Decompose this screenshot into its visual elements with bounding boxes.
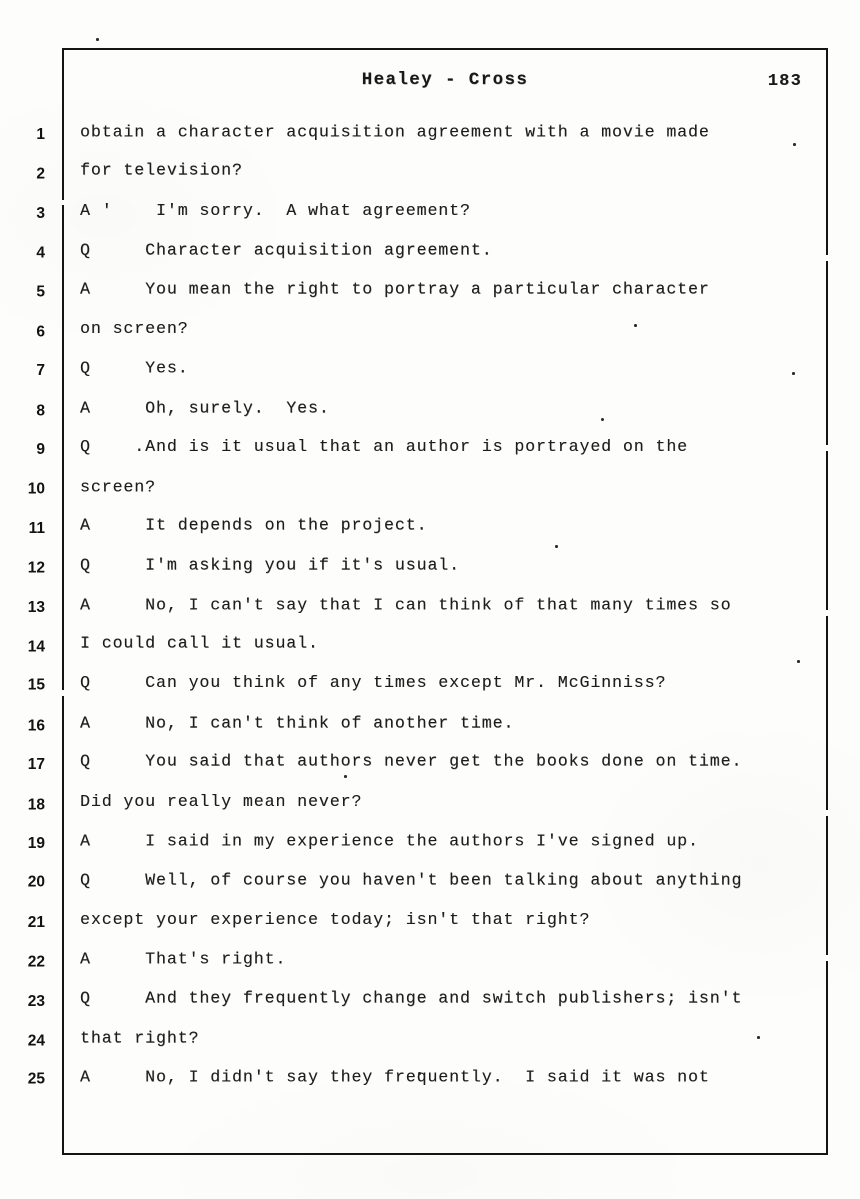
line-text: screen? — [80, 476, 157, 496]
line-number: 24 — [27, 1032, 45, 1050]
scan-speck — [634, 324, 637, 327]
scan-speck — [757, 1036, 760, 1039]
line-number: 3 — [36, 204, 45, 222]
line-number: 15 — [27, 677, 45, 695]
line-text: on screen? — [80, 318, 189, 338]
transcript-line: 3 A ' I'm sorry. A what agreement? — [0, 201, 860, 240]
line-number: 9 — [36, 441, 45, 459]
page-header: Healey - Cross 183 — [62, 70, 828, 104]
line-text: A It depends on the project. — [80, 515, 428, 535]
line-number: 13 — [27, 598, 45, 616]
line-number: 12 — [27, 559, 45, 577]
transcript-line: 22 A That's right. — [0, 949, 860, 988]
line-number: 22 — [27, 953, 45, 971]
scan-speck — [418, 1072, 421, 1075]
transcript-line: 14 I could call it usual. — [0, 634, 860, 673]
transcript-line: 10 screen? — [0, 477, 860, 516]
line-text: A That's right. — [80, 949, 287, 969]
line-number: 20 — [27, 874, 45, 892]
scan-speck — [555, 545, 558, 548]
line-number: 21 — [27, 913, 45, 931]
line-number: 19 — [27, 835, 45, 853]
line-text: A I said in my experience the authors I'… — [80, 831, 699, 851]
transcript-line: 12 Q I'm asking you if it's usual. — [0, 555, 860, 594]
line-number: 11 — [28, 519, 45, 537]
line-number: 17 — [27, 756, 45, 774]
scan-speck — [601, 418, 604, 421]
transcript-line: 17 Q You said that authors never get the … — [0, 752, 860, 791]
line-number: 4 — [36, 244, 45, 262]
transcript-line: 1 obtain a character acquisition agreemen… — [0, 122, 860, 161]
border-rule-break — [824, 610, 829, 616]
transcript-line: 4 Q Character acquisition agreement. — [0, 240, 860, 279]
border-rule-break — [824, 810, 829, 816]
transcript-line: 23 Q And they frequently change and switc… — [0, 988, 860, 1028]
border-rule-break — [824, 955, 829, 961]
line-text: Q .And is it usual that an author is por… — [80, 437, 689, 457]
line-number: 18 — [27, 796, 45, 814]
line-number: 10 — [27, 480, 45, 498]
transcript-line: 11 A It depends on the project. — [0, 516, 860, 555]
line-text: A No, I didn't say they frequently. I sa… — [80, 1067, 710, 1087]
line-text: I could call it usual. — [80, 633, 319, 653]
line-text: A You mean the right to portray a partic… — [80, 279, 710, 299]
scan-speck — [792, 372, 795, 375]
line-text: Did you really mean never? — [80, 791, 363, 811]
line-text: A No, I can't say that I can think of th… — [80, 595, 732, 615]
line-text: Q Character acquisition agreement. — [80, 240, 493, 260]
line-text: A Oh, surely. Yes. — [80, 398, 330, 418]
line-text: Q And they frequently change and switch … — [80, 988, 743, 1008]
line-text: Q You said that authors never get the bo… — [80, 751, 743, 771]
line-number: 25 — [27, 1070, 45, 1088]
line-number: 8 — [36, 402, 45, 420]
line-text: obtain a character acquisition agreement… — [80, 122, 710, 142]
line-number: 14 — [27, 638, 45, 656]
transcript-line: 8 A Oh, surely. Yes. — [0, 398, 860, 437]
line-number: 1 — [36, 126, 45, 143]
transcript-line: 20 Q Well, of course you haven't been tal… — [0, 870, 860, 909]
page-border-rule — [61, 48, 829, 1155]
transcript-line: 25 A No, I didn't say they frequently. I … — [0, 1067, 860, 1106]
line-text: that right? — [80, 1028, 200, 1048]
border-rule-break — [824, 255, 829, 261]
transcript-line: 5 A You mean the right to portray a parti… — [0, 279, 860, 319]
transcript-line: 24 that right? — [0, 1028, 860, 1067]
line-number: 23 — [27, 992, 45, 1010]
scan-speck — [96, 38, 99, 41]
transcript-line: 16 A No, I can't think of another time. — [0, 713, 860, 752]
transcript-line: 18 Did you really mean never? — [0, 792, 860, 831]
border-rule-break — [824, 445, 829, 451]
transcript-line: 21 except your experience today; isn't th… — [0, 910, 860, 949]
line-text: Q Can you think of any times except Mr. … — [80, 673, 667, 693]
scan-speck — [344, 775, 347, 778]
line-text: except your experience today; isn't that… — [80, 909, 591, 929]
transcript-line: 2 for television? — [0, 161, 860, 200]
line-number: 6 — [36, 323, 45, 341]
transcript-line: 9 Q .And is it usual that an author is po… — [0, 437, 860, 476]
transcript-line: 13 A No, I can't say that I can think of … — [0, 595, 860, 634]
transcript-line: 19 A I said in my experience the authors … — [0, 831, 860, 870]
scan-speck — [797, 660, 800, 663]
transcript-heading: Healey - Cross — [361, 70, 529, 90]
transcript-line: 15 Q Can you think of any times except Mr… — [0, 673, 860, 712]
line-text: Q Well, of course you haven't been talki… — [80, 871, 743, 891]
line-text: Q I'm asking you if it's usual. — [80, 555, 461, 575]
transcript-line: 7 Q Yes. — [0, 358, 860, 397]
line-text: for television? — [80, 161, 243, 181]
line-number: 5 — [36, 283, 45, 301]
scan-speck — [793, 143, 796, 146]
transcript-line: 6 on screen? — [0, 319, 860, 358]
line-number: 2 — [36, 165, 45, 183]
line-number: 16 — [27, 717, 45, 735]
page-number: 183 — [767, 72, 802, 91]
line-text: A ' I'm sorry. A what agreement? — [80, 200, 471, 220]
line-text: Q Yes. — [80, 358, 189, 378]
line-number: 7 — [36, 362, 45, 380]
line-text: A No, I can't think of another time. — [80, 713, 515, 733]
transcript-line-list: 1 obtain a character acquisition agreemen… — [0, 122, 860, 1107]
